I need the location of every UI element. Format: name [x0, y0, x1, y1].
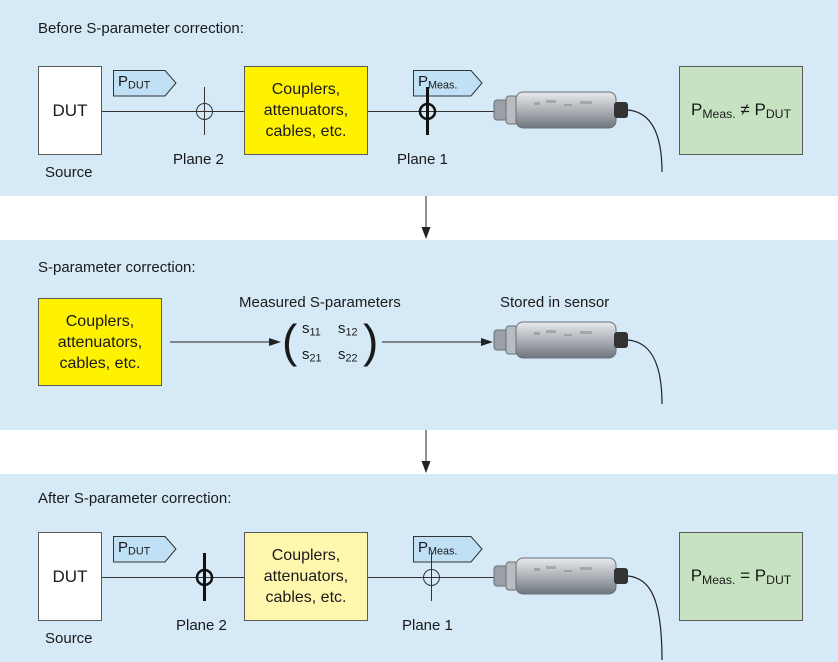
p-letter: P: [118, 73, 129, 90]
p-subscript: DUT: [766, 573, 792, 588]
dut-box: DUT: [38, 532, 102, 621]
p-subscript: Meas.: [428, 545, 458, 558]
signal-line: [368, 577, 496, 578]
arrow-right-icon: [382, 338, 493, 346]
p-letter: P: [418, 539, 429, 556]
matrix-close-bracket: ): [363, 315, 379, 367]
dut-label: DUT: [52, 100, 88, 120]
matrix-open-bracket: (: [282, 315, 298, 367]
p-dut-tag: PDUT: [118, 539, 150, 558]
panel-before-correction: Before S-parameter correction: DUT Sourc…: [0, 0, 838, 196]
p-letter: P: [754, 565, 767, 585]
not-equal-sign: ≠: [740, 99, 750, 119]
power-sensor-icon: [493, 321, 663, 405]
matrix-cell-s21: s21: [302, 346, 322, 365]
signal-line: [102, 111, 244, 112]
panel-title: Before S-parameter correction:: [38, 20, 244, 37]
plane-2-line: [204, 87, 205, 135]
coupler-box: Couplers, attenuators, cables, etc.: [244, 532, 368, 621]
plane-crosshair-icon: [195, 568, 214, 587]
power-sensor-icon: [493, 557, 663, 661]
panel-title: After S-parameter correction:: [38, 490, 232, 507]
p-meas-tag: PMeas.: [418, 539, 457, 558]
panel-after-correction: After S-parameter correction: DUT Source…: [0, 474, 838, 662]
result-formula: PMeas. ≠ PDUT: [691, 100, 791, 121]
plane-1-label: Plane 1: [397, 151, 448, 168]
power-sensor-icon: [493, 91, 663, 173]
coupler-line: cables, etc.: [265, 123, 347, 140]
p-subscript: DUT: [128, 545, 151, 558]
plane-2-label: Plane 2: [173, 151, 224, 168]
p-subscript: Meas.: [702, 573, 736, 588]
plane-2-label: Plane 2: [176, 617, 227, 634]
coupler-line: attenuators,: [263, 568, 349, 585]
plane-1-line: [431, 553, 432, 601]
p-letter: P: [691, 99, 703, 119]
plane-crosshair-icon: [423, 569, 440, 586]
matrix-cell-s11: s11: [302, 320, 321, 339]
panel-sparameter-correction: S-parameter correction: Couplers, attenu…: [0, 240, 838, 430]
source-label: Source: [45, 164, 93, 181]
coupler-box: Couplers, attenuators, cables, etc.: [244, 66, 368, 155]
result-box: PMeas. ≠ PDUT: [679, 66, 803, 155]
plane-1-line: [426, 87, 429, 135]
arrow-right-icon: [170, 338, 281, 346]
coupler-line: Couplers,: [65, 312, 135, 330]
p-dut-tag: PDUT: [118, 73, 150, 92]
plane-crosshair-icon: [196, 103, 213, 120]
coupler-line: attenuators,: [263, 102, 349, 119]
p-letter: P: [754, 99, 766, 119]
tag-icon: [113, 70, 177, 97]
equals-sign: =: [740, 565, 751, 585]
result-box: PMeas. = PDUT: [679, 532, 803, 621]
p-subscript: Meas.: [428, 79, 458, 92]
tag-icon: [413, 70, 483, 97]
p-meas-tag: PMeas.: [418, 73, 457, 92]
plane-1-label: Plane 1: [402, 617, 453, 634]
coupler-line: Couplers,: [271, 547, 341, 564]
plane-crosshair-icon: [418, 102, 437, 121]
coupler-box: Couplers, attenuators, cables, etc.: [38, 298, 162, 386]
dut-label: DUT: [52, 566, 88, 586]
coupler-line: Couplers,: [271, 81, 341, 98]
p-letter: P: [418, 73, 429, 90]
arrow-down-icon: [421, 430, 431, 473]
signal-line: [368, 111, 496, 112]
matrix-cell-s12: s12: [338, 320, 358, 339]
measured-sparameters-label: Measured S-parameters: [239, 294, 401, 311]
coupler-line: attenuators,: [57, 333, 143, 351]
p-letter: P: [118, 539, 129, 556]
dut-box: DUT: [38, 66, 102, 155]
sparameter-matrix: ( s11 s12 s21 s22 ): [282, 315, 379, 372]
coupler-line: cables, etc.: [59, 354, 141, 372]
signal-line: [102, 577, 244, 578]
panel-title: S-parameter correction:: [38, 259, 196, 276]
p-subscript: DUT: [765, 107, 791, 122]
coupler-line: cables, etc.: [265, 589, 347, 606]
p-subscript: DUT: [128, 79, 151, 92]
stored-in-sensor-label: Stored in sensor: [500, 294, 610, 311]
result-formula: PMeas. = PDUT: [691, 566, 792, 587]
source-label: Source: [45, 630, 93, 647]
tag-icon: [413, 536, 483, 563]
p-subscript: Meas.: [702, 107, 736, 122]
plane-2-line: [203, 553, 206, 601]
tag-icon: [113, 536, 177, 563]
arrow-down-icon: [421, 196, 431, 239]
p-letter: P: [690, 565, 703, 585]
matrix-cell-s22: s22: [338, 346, 358, 365]
